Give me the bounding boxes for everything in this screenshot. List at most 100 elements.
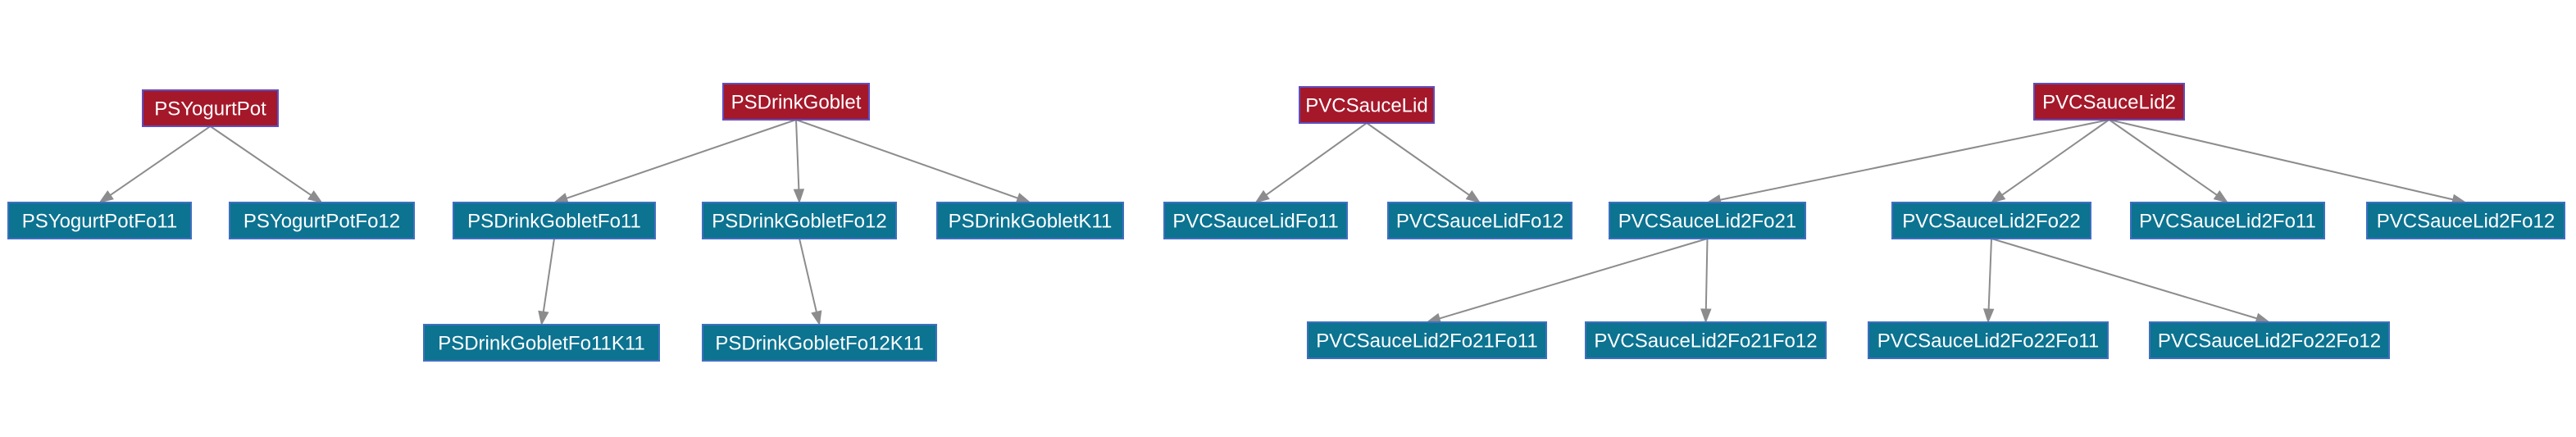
child-node-box: [7, 202, 192, 239]
edge-line: [566, 119, 797, 199]
arrowhead-icon: [538, 310, 549, 326]
child-node-box: [702, 324, 937, 362]
edge-pvcsauce-lid2-fo22-to-pvcsauce-lid2-fo22-fo11: [1982, 238, 1995, 324]
child-node-box: [453, 202, 656, 239]
node-label: PVCSauceLid2Fo21Fo12: [1594, 330, 1817, 353]
node-pvcsauce-lid-fo11: PVCSauceLidFo11: [1163, 202, 1348, 239]
arrowhead-icon: [1015, 193, 1031, 203]
child-node-box: [2366, 202, 2565, 239]
edge-line: [795, 119, 800, 190]
node-label: PVCSauceLid2Fo21: [1618, 211, 1796, 233]
node-label: PSYogurtPotFo12: [243, 211, 400, 233]
child-node-box: [229, 202, 415, 239]
edge-psyogurt-pot-to-psyogurt-pot-fo12: [209, 125, 323, 203]
node-pvcsauce-lid2-fo22: PVCSauceLid2Fo22: [1891, 202, 2091, 239]
node-pvcsauce-lid2-fo22-fo12: PVCSauceLid2Fo22Fo12: [2149, 321, 2390, 359]
arrowhead-icon: [98, 190, 114, 203]
node-psdrink-goblet: PSDrinkGoblet: [722, 83, 870, 121]
node-label: PSDrinkGobletFo12: [712, 211, 886, 233]
edge-line: [799, 238, 817, 312]
edges-layer: [98, 119, 2467, 326]
child-node-box: [1868, 321, 2109, 359]
child-node-box: [2130, 202, 2325, 239]
edge-pvcsauce-lid2-to-pvcsauce-lid2-fo11: [2108, 119, 2229, 203]
node-label: PSDrinkGobletK11: [949, 211, 1113, 233]
node-label: PSDrinkGobletFo12K11: [715, 333, 923, 355]
arrowhead-icon: [2213, 190, 2229, 203]
edge-line: [2109, 119, 2454, 201]
node-label: PSYogurtPotFo11: [22, 211, 177, 233]
node-label: PVCSauceLid2Fo21Fo11: [1316, 330, 1537, 353]
node-label: PSYogurtPot: [154, 98, 266, 121]
node-label: PVCSauceLid2Fo22: [1902, 211, 2080, 233]
node-label: PSDrinkGobletFo11: [467, 211, 641, 233]
root-node-box: [1299, 86, 1435, 124]
arrowhead-icon: [307, 190, 323, 203]
edge-line: [2108, 119, 2218, 196]
edge-psdrink-goblet-fo12-to-psdrink-goblet-fo12-k11: [799, 238, 822, 326]
node-label: PVCSauceLid2Fo22Fo11: [1877, 330, 2099, 353]
node-label: PSDrinkGobletFo11K11: [438, 333, 645, 355]
edge-line: [1704, 238, 1709, 310]
edge-line: [1366, 122, 1470, 196]
edge-line: [542, 238, 555, 312]
edge-psyogurt-pot-to-psyogurt-pot-fo11: [98, 125, 212, 203]
edge-line: [1991, 238, 2257, 320]
edge-line: [110, 125, 212, 196]
node-pvcsauce-lid2-fo12: PVCSauceLid2Fo12: [2366, 202, 2565, 239]
arrowhead-icon: [1254, 189, 1270, 203]
node-psdrink-goblet-fo12: PSDrinkGobletFo12: [702, 202, 897, 239]
node-label: PVCSauceLid2: [2042, 92, 2176, 114]
root-node-box: [2033, 83, 2185, 121]
node-psyogurt-pot-fo11: PSYogurtPotFo11: [7, 202, 192, 239]
node-pvcsauce-lid2-fo11: PVCSauceLid2Fo11: [2130, 202, 2325, 239]
child-node-box: [1387, 202, 1572, 239]
child-node-box: [1585, 321, 1827, 359]
edge-line: [209, 125, 312, 196]
node-label: PSDrinkGoblet: [731, 92, 862, 114]
child-node-box: [1891, 202, 2091, 239]
edge-line: [2001, 119, 2110, 196]
node-pvcsauce-lid2-fo21: PVCSauceLid2Fo21: [1609, 202, 1806, 239]
node-pvcsauce-lid2-fo21-fo12: PVCSauceLid2Fo21Fo12: [1585, 321, 1827, 359]
node-label: PVCSauceLid2Fo11: [2139, 211, 2316, 233]
node-pvcsauce-lid-fo12: PVCSauceLidFo12: [1387, 202, 1572, 239]
edge-line: [795, 119, 1018, 199]
node-label: PVCSauceLid: [1305, 95, 1427, 117]
arrowhead-icon: [1982, 308, 1995, 324]
child-node-box: [423, 324, 660, 362]
node-psdrink-goblet-fo12-k11: PSDrinkGobletFo12K11: [702, 324, 937, 362]
child-node-box: [936, 202, 1124, 239]
edge-line: [1439, 238, 1708, 320]
child-node-box: [702, 202, 897, 239]
node-label: PVCSauceLidFo12: [1396, 211, 1563, 233]
edge-pvcsauce-lid2-fo21-to-pvcsauce-lid2-fo21-fo12: [1700, 238, 1712, 324]
node-pvcsauce-lid2-fo21-fo11: PVCSauceLid2Fo21Fo11: [1307, 321, 1547, 359]
node-label: PVCSauceLidFo11: [1172, 211, 1338, 233]
child-node-box: [2149, 321, 2390, 359]
edge-pvcsauce-lid2-to-pvcsauce-lid2-fo22: [1990, 119, 2110, 203]
node-pvcsauce-lid2: PVCSauceLid2: [2033, 83, 2185, 121]
arrowhead-icon: [553, 193, 569, 204]
edge-pvcsauce-lid-to-pvcsauce-lid-fo12: [1366, 122, 1481, 203]
arrowhead-icon: [811, 310, 822, 326]
node-psdrink-goblet-fo11-k11: PSDrinkGobletFo11K11: [423, 324, 660, 362]
child-node-box: [1307, 321, 1547, 359]
edge-psdrink-goblet-fo11-to-psdrink-goblet-fo11-k11: [538, 238, 555, 326]
edge-line: [1265, 122, 1368, 196]
root-node-box: [722, 83, 870, 121]
arrowhead-icon: [793, 189, 805, 204]
edge-pvcsauce-lid2-fo21-to-pvcsauce-lid2-fo21-fo11: [1426, 238, 1708, 324]
node-pvcsauce-lid2-fo22-fo11: PVCSauceLid2Fo22Fo11: [1868, 321, 2109, 359]
node-psdrink-goblet-fo11: PSDrinkGobletFo11: [453, 202, 656, 239]
edge-psdrink-goblet-to-psdrink-goblet-k11: [795, 119, 1031, 203]
node-label: PVCSauceLid2Fo22Fo12: [2158, 330, 2381, 353]
edge-psdrink-goblet-to-psdrink-goblet-fo11: [553, 119, 797, 204]
edge-psdrink-goblet-to-psdrink-goblet-fo12: [793, 119, 805, 204]
arrowhead-icon: [1990, 190, 2006, 203]
edge-pvcsauce-lid2-fo22-to-pvcsauce-lid2-fo22-fo12: [1991, 238, 2271, 324]
node-label: PVCSauceLid2Fo12: [2377, 211, 2555, 233]
node-pvcsauce-lid: PVCSauceLid: [1299, 86, 1435, 124]
